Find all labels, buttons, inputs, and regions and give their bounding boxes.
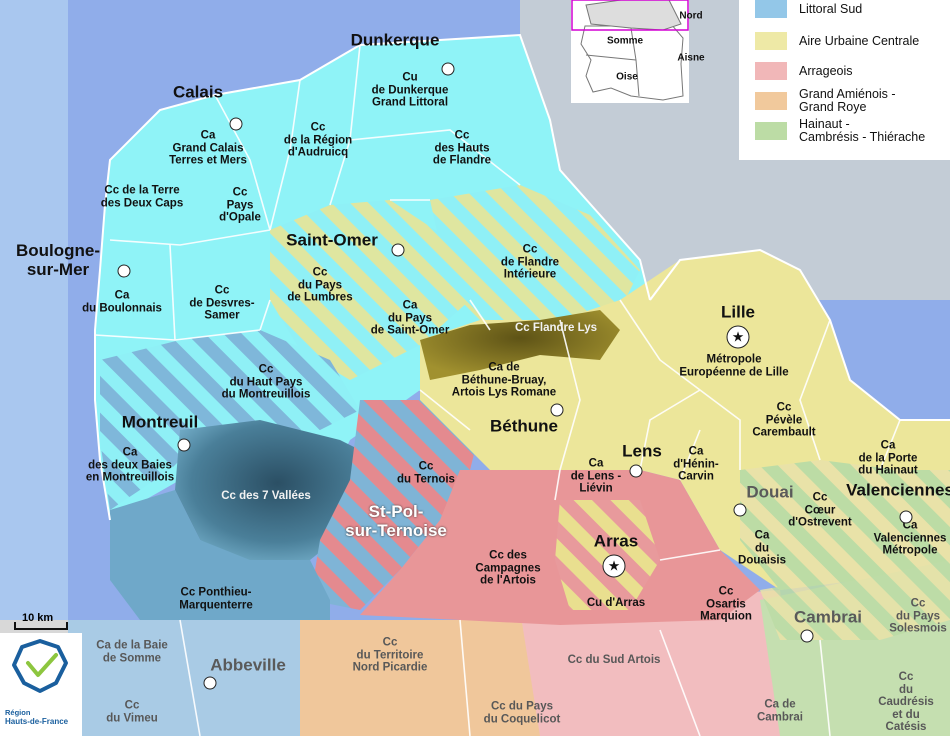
city-name-calais: Calais xyxy=(172,82,224,102)
region-logo: Région Hauts-de-France xyxy=(0,633,82,736)
legend-label: Grand Amiénois - Grand Roye xyxy=(799,87,896,114)
city-dot-dunkerque xyxy=(441,62,455,76)
city-name-bethune: Béthune xyxy=(490,416,558,436)
inset-label-oise: Oise xyxy=(616,71,638,83)
city-name-montreuil: Montreuil xyxy=(121,412,199,432)
label-cc-hauts-flandre: Cc des Hauts de Flandre xyxy=(432,129,492,167)
label-ca-grand-calais: Ca Grand Calais Terres et Mers xyxy=(169,129,247,167)
inset-label-nord: Nord xyxy=(679,10,703,22)
city-dot-montreuil xyxy=(177,438,191,452)
france-heart-logo-icon xyxy=(12,639,68,693)
label-cc-osartis: Cc Osartis Marquion xyxy=(700,585,752,623)
city-name-lille: Lille xyxy=(720,302,756,322)
city-dot-cambrai xyxy=(800,629,814,643)
label-cc-terre-deux-caps: Cc de la Terre des Deux Caps xyxy=(100,184,184,210)
label-cu-dunkerque: Cu de Dunkerque Grand Littoral xyxy=(371,71,449,109)
label-cc-vimeu: Cc du Vimeu xyxy=(106,699,158,725)
label-ca-henin: Ca d'Hénin- Carvin xyxy=(673,445,719,483)
city-name-lens: Lens xyxy=(622,441,662,461)
label-ca-baie-somme: Ca de la Baie de Somme xyxy=(96,639,168,665)
label-cc-pevele: Cc Pévèle Carembault xyxy=(752,401,816,439)
label-cc-ternois: Cc du Ternois xyxy=(397,460,455,486)
city-dot-boulogne xyxy=(117,264,131,278)
legend-label: Littoral Sud xyxy=(799,1,863,16)
city-dot-calais xyxy=(229,117,243,131)
label-ca-porte-hainaut: Ca de la Porte du Hainaut xyxy=(858,439,918,477)
label-ca-pays-saint-omer: Ca du Pays de Saint-Omer xyxy=(370,299,450,337)
label-ca-boulonnais: Ca du Boulonnais xyxy=(82,289,162,315)
city-dot-bethune xyxy=(550,403,564,417)
label-ca-lens: Ca de Lens - Liévin xyxy=(570,457,622,495)
legend-swatch xyxy=(755,0,787,18)
legend-item-hainaut: Hainaut - Cambrésis - Thiérache xyxy=(755,118,925,144)
legend-item-grand-amienois: Grand Amiénois - Grand Roye xyxy=(755,88,896,114)
label-cc-sud-artois: Cc du Sud Artois xyxy=(567,653,661,666)
label-ca-douaisis: Ca du Douaisis xyxy=(738,529,786,567)
label-cc-coeur-ostrevent: Cc Cœur d'Ostrevent xyxy=(788,491,852,529)
city-name-st-pol: St-Pol- sur-Ternoise xyxy=(345,502,447,540)
city-name-valenciennes: Valenciennes xyxy=(846,480,950,500)
label-cc-caudresis: Cc du Caudrésis et du Catésis xyxy=(878,670,934,733)
inset-map-shape xyxy=(571,0,689,101)
city-name-cambrai: Cambrai xyxy=(793,607,863,627)
legend-panel: Littoral Sud Aire Urbaine Centrale Arrag… xyxy=(739,0,950,160)
label-cc-flandre-lys: Cc Flandre Lys xyxy=(514,321,598,334)
city-dot-valenciennes xyxy=(899,510,913,524)
scale-bar-label: 10 km xyxy=(22,612,54,624)
city-name-saint-omer: Saint-Omer xyxy=(286,230,378,250)
label-cc-audruicq: Cc de la Région d'Audruicq xyxy=(283,121,353,159)
legend-item-littoral-sud: Littoral Sud xyxy=(755,0,862,18)
logo-line1: Région xyxy=(5,708,31,717)
legend-item-arrageois: Arrageois xyxy=(755,62,853,80)
label-ca-bethune: Ca de Béthune-Bruay, Artois Lys Romane xyxy=(451,361,557,399)
label-cc-pays-solesmois: Cc du Pays Solesmois xyxy=(889,597,947,635)
legend-label: Arrageois xyxy=(799,63,853,78)
city-name-douai: Douai xyxy=(746,482,794,502)
label-ca-cambrai: Ca de Cambrai xyxy=(756,698,804,724)
inset-locator-map: Nord Somme Aisne Oise xyxy=(571,0,705,103)
prefecture-star-icon: ★ xyxy=(602,554,626,578)
city-dot-abbeville xyxy=(203,676,217,690)
label-ca-deux-baies: Ca des deux Baies en Montreuillois xyxy=(85,446,175,484)
legend-swatch xyxy=(755,92,787,110)
legend-swatch xyxy=(755,32,787,50)
legend-label: Hainaut - Cambrésis - Thiérache xyxy=(799,117,926,144)
legend-item-aire-urbaine: Aire Urbaine Centrale xyxy=(755,32,919,50)
label-cc-flandre-interieure: Cc de Flandre Intérieure xyxy=(500,243,560,281)
label-cc-pays-lumbres: Cc du Pays de Lumbres xyxy=(287,266,353,304)
legend-label: Aire Urbaine Centrale xyxy=(799,33,920,48)
legend-swatch xyxy=(755,122,787,140)
label-ca-valenciennes: Ca Valenciennes Métropole xyxy=(873,519,947,557)
city-dot-saint-omer xyxy=(391,243,405,257)
logo-line2: Hauts-de-France xyxy=(5,717,69,726)
city-dot-lens xyxy=(629,464,643,478)
scale-bar: 10 km xyxy=(12,612,70,634)
inset-label-aisne: Aisne xyxy=(677,52,705,64)
label-cc-ponthieu: Cc Ponthieu- Marquenterre xyxy=(179,586,253,612)
label-metropole-lille: Métropole Européenne de Lille xyxy=(679,353,789,379)
city-name-abbeville: Abbeville xyxy=(210,655,286,675)
city-dot-douai xyxy=(733,503,747,517)
label-cc-pays-opale: Cc Pays d'Opale xyxy=(219,186,261,224)
city-name-boulogne: Boulogne- sur-Mer xyxy=(15,241,101,279)
inset-label-somme: Somme xyxy=(606,35,644,47)
label-cu-arras: Cu d'Arras xyxy=(586,596,646,609)
label-cc-territoire-nord-picardie: Cc du Territoire Nord Picardie xyxy=(352,636,428,674)
legend-swatch xyxy=(755,62,787,80)
prefecture-star-icon: ★ xyxy=(726,325,750,349)
label-cc-desvres: Cc de Desvres- Samer xyxy=(189,284,255,322)
label-cc-7-vallees: Cc des 7 Vallées xyxy=(221,489,311,502)
label-cc-campagnes-artois: Cc des Campagnes de l'Artois xyxy=(475,549,541,587)
city-name-dunkerque: Dunkerque xyxy=(350,30,440,50)
label-cc-pays-coquelicot: Cc du Pays du Coquelicot xyxy=(483,700,561,726)
label-cc-haut-pays: Cc du Haut Pays du Montreuillois xyxy=(221,363,311,401)
city-name-arras: Arras xyxy=(593,531,639,551)
